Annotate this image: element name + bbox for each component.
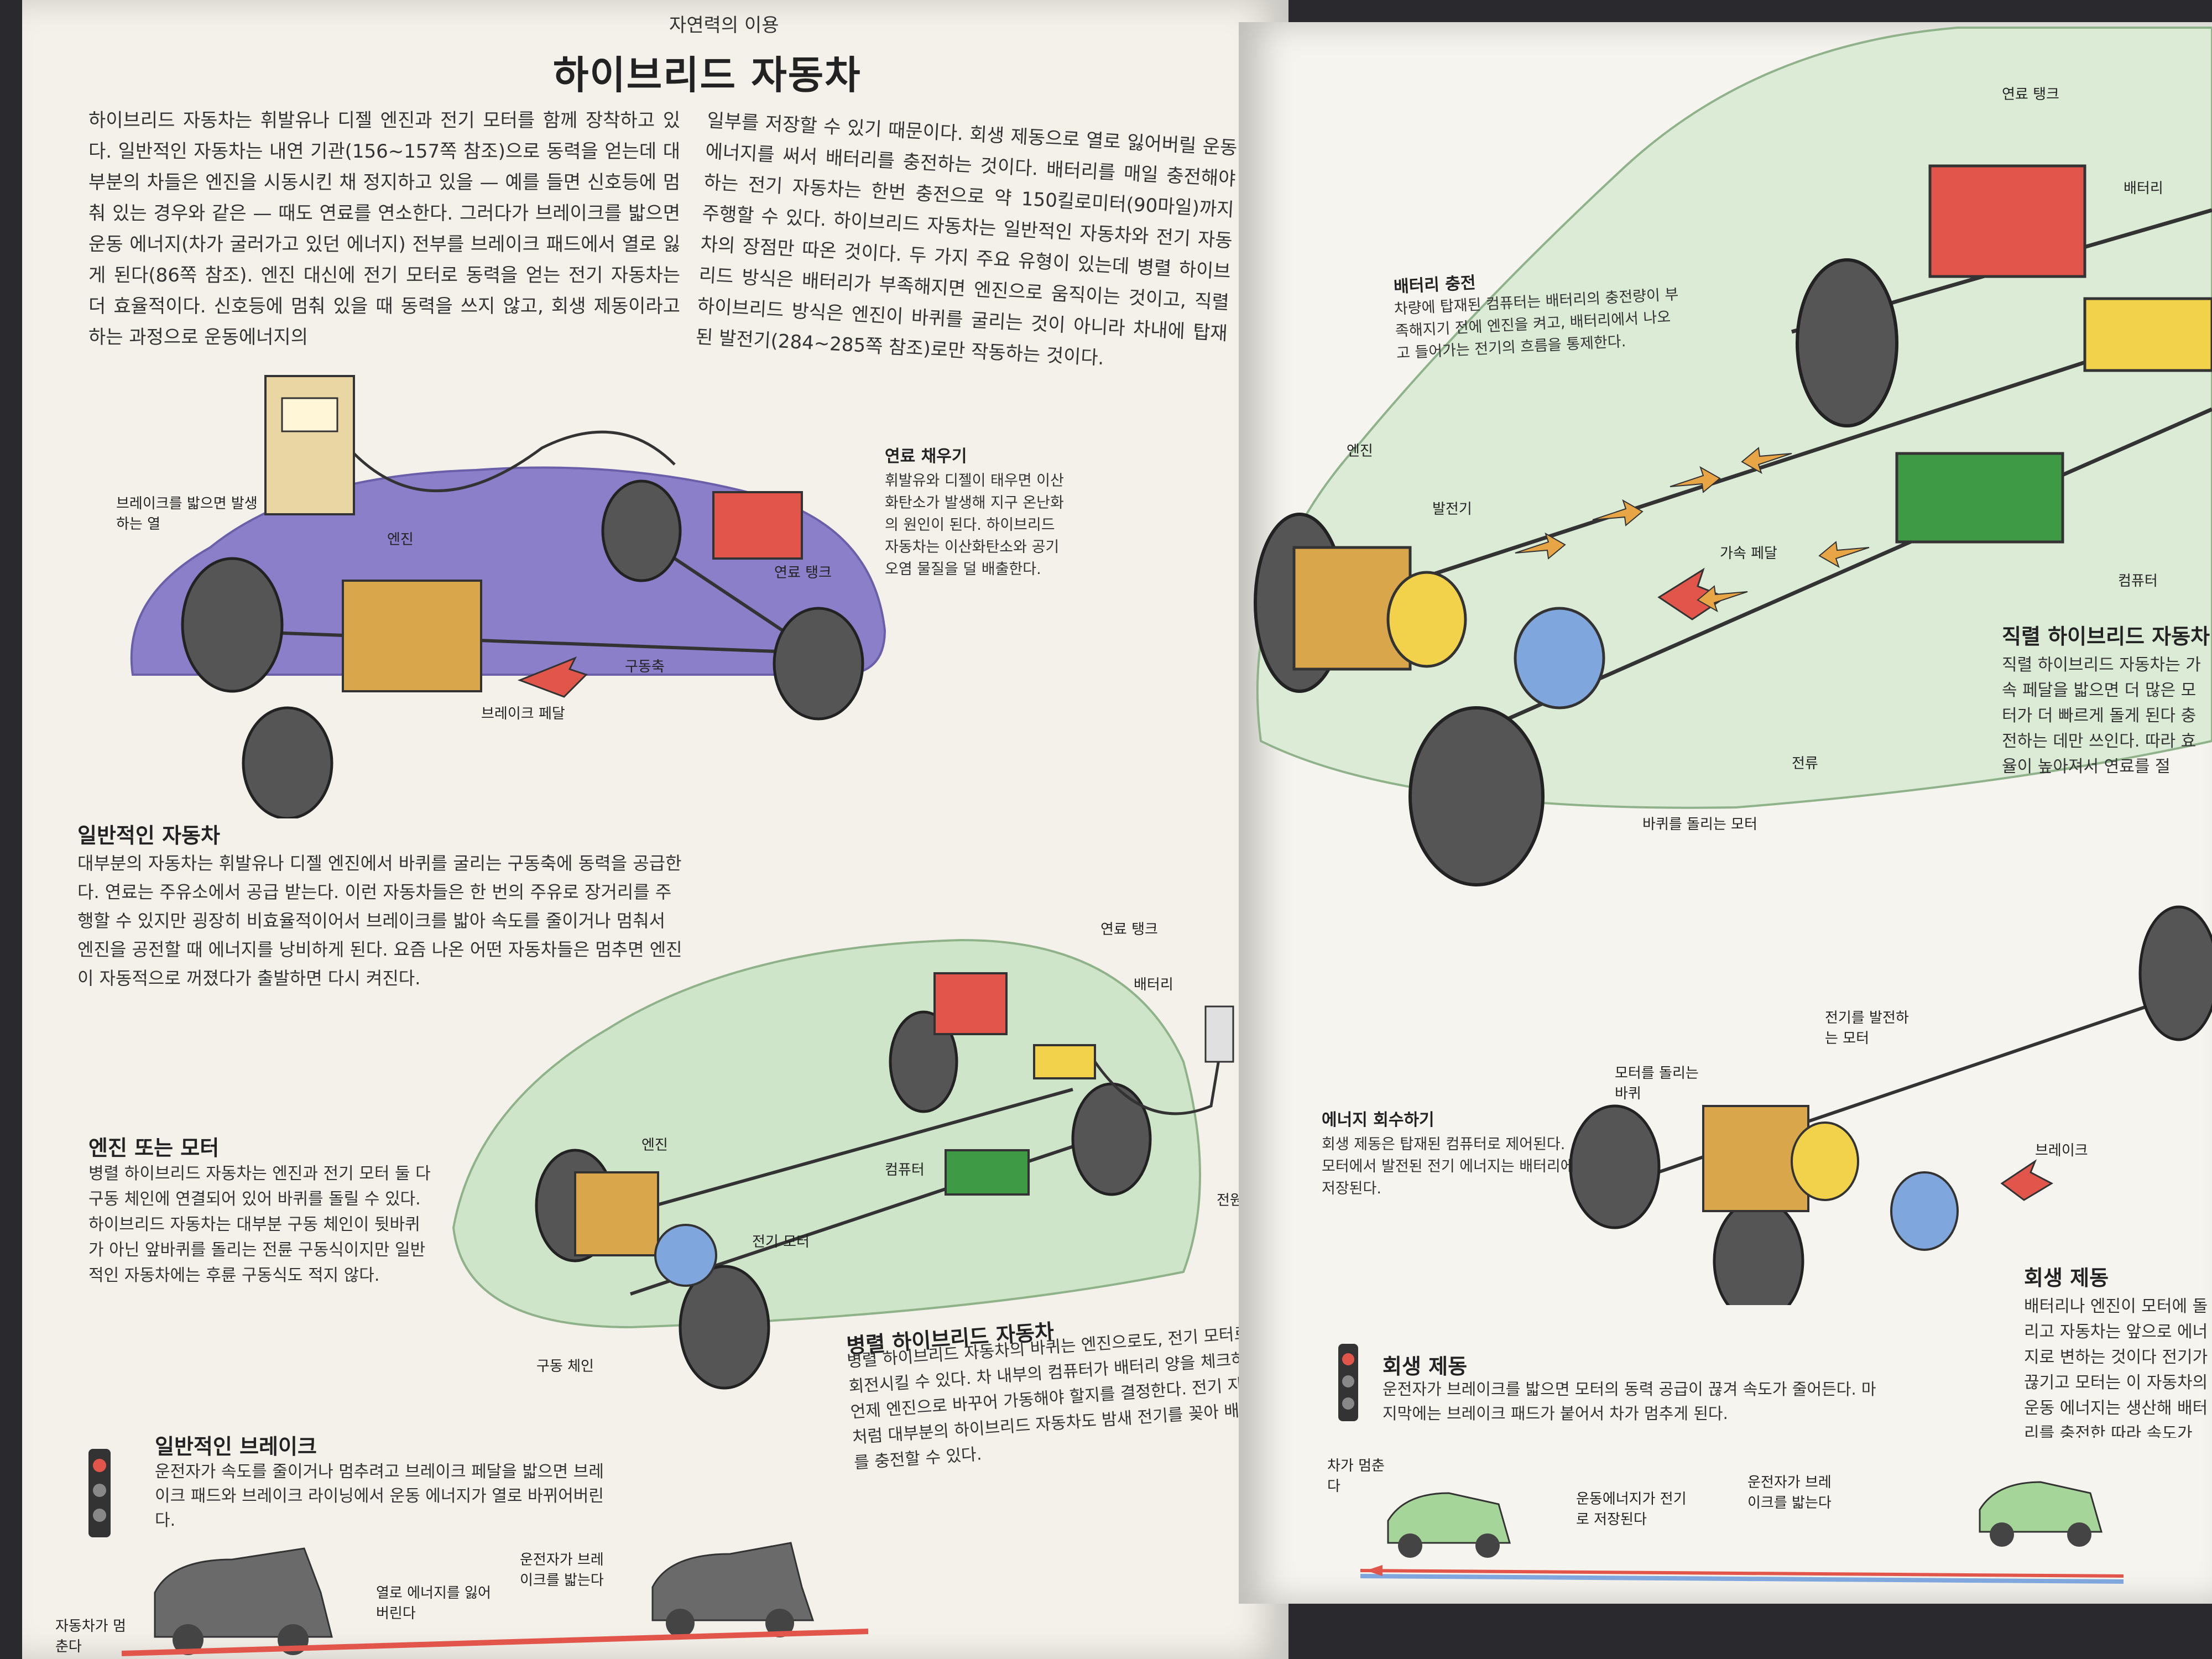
label-current-r: 전류: [1792, 755, 1818, 772]
engine-or-motor-text: 병렬 하이브리드 자동차는 엔진과 전기 모터 둘 다 구동 체인에 연결되어 …: [88, 1164, 431, 1285]
label-motor-2: 전기 모터: [752, 1234, 810, 1250]
wheel: [679, 1265, 770, 1390]
energy-recovery-text: 회생 제동은 탑재된 컴퓨터로 제어된다. 모터에서 발전된 전기 에너지는 배…: [1322, 1136, 1574, 1197]
wheel: [601, 479, 682, 582]
wheel-motor: [1890, 1171, 1959, 1251]
series-hybrid-illustration: [1254, 27, 2212, 886]
regen-brake-text: 운전자가 브레이크를 밟으면 모터의 동력 공급이 끊겨 속도가 줄어든다. 마…: [1383, 1380, 1876, 1423]
engine-block: [342, 580, 482, 692]
wheel: [2138, 905, 2212, 1041]
label-battery-2: 배터리: [1134, 977, 1173, 993]
label-engine-2: 엔진: [641, 1137, 668, 1154]
label-motor-wheel-r: 모터를 돌리는 바퀴: [1615, 1065, 1699, 1102]
label-battery-r: 배터리: [2124, 180, 2163, 197]
conventional-heading: 일반적인 자동차: [77, 823, 220, 848]
wheel: [1713, 1198, 1804, 1305]
chapter-tag: 자연력의 이용: [669, 14, 779, 36]
label-wheel-motor-r: 바퀴를 돌리는 모터: [1642, 816, 1757, 833]
fuel-pump: [264, 375, 355, 515]
regen-brake-heading: 회생 제동: [1383, 1354, 1468, 1379]
label-brake-heat: 브레이크를 밟으면 발생하는 열: [116, 495, 258, 533]
wheel: [773, 607, 864, 721]
label-power-2: 전원: [1217, 1192, 1243, 1209]
label-car-stops-r: 차가 멈춘다: [1327, 1458, 1385, 1495]
regen-brake-strip: [1360, 1481, 2124, 1584]
wheel: [1071, 1082, 1152, 1196]
label-computer-2: 컴퓨터: [885, 1162, 925, 1178]
wheel: [1796, 258, 1898, 427]
label-driver-brakes-r: 운전자가 브레이크를 밟는다: [1747, 1474, 1832, 1511]
battery: [2083, 297, 2212, 372]
wheel: [181, 557, 284, 693]
normal-brake-strip: [122, 1542, 868, 1656]
wheel: [889, 1010, 958, 1113]
current-arrows: [1515, 447, 1870, 613]
label-computer-r: 컴퓨터: [2118, 573, 2158, 589]
fuel-tank: [712, 491, 803, 560]
electric-motor: [654, 1224, 717, 1287]
label-drive-shaft: 구동축: [625, 659, 665, 675]
intro-column-1: 하이브리드 자동차는 휘발유나 디젤 엔진과 전기 모터를 함께 장착하고 있다…: [88, 109, 680, 348]
fuel-heading: 연료 채우기: [885, 447, 967, 466]
computer: [945, 1149, 1030, 1196]
car-moving-icon: [1979, 1481, 2103, 1533]
wheel: [1569, 1104, 1661, 1229]
regen-text: 배터리나 엔진이 모터에 돌리고 자동차는 앞으로 에너지로 변하는 것이다 전…: [2024, 1297, 2208, 1438]
label-generator-r: 발전기: [1432, 501, 1472, 518]
label-fuel-tank-2: 연료 탱크: [1100, 921, 1158, 938]
label-driver-brakes: 운전자가 브레이크를 밟는다: [520, 1552, 604, 1589]
battery: [1033, 1044, 1096, 1079]
brake-pedal-arrow: [2000, 1159, 2054, 1201]
regen-heading: 회생 제동: [2024, 1266, 2109, 1290]
car-stopped-icon: [1387, 1492, 1511, 1544]
computer: [1895, 452, 2064, 544]
intro-column-2: 일부를 저장할 수 있기 때문이다. 회생 제동으로 열로 잃어버릴 운동에너지…: [695, 109, 1238, 370]
conventional-car-illustration: [130, 375, 886, 818]
power-outlet: [1204, 1005, 1234, 1063]
normal-brake-heading: 일반적인 브레이크: [155, 1434, 317, 1459]
label-gen-motor-r: 전기를 발전하는 모터: [1825, 1010, 1909, 1047]
fuel-tank: [933, 972, 1008, 1035]
generator: [1791, 1121, 1859, 1201]
label-chain-2: 구동 체인: [536, 1358, 594, 1375]
parallel-hybrid-illustration: [452, 938, 1234, 1390]
conventional-text: 대부분의 자동차는 휘발유나 디젤 엔진에서 바퀴를 굴리는 구동축에 동력을 …: [77, 853, 682, 989]
wheel-motor: [1514, 607, 1605, 709]
label-car-stops: 자동차가 멈춘다: [55, 1618, 126, 1655]
label-fuel-tank-r: 연료 탱크: [2002, 86, 2059, 103]
label-fuel-tank: 연료 탱크: [774, 565, 832, 581]
energy-recovery-heading: 에너지 회수하기: [1322, 1110, 1434, 1130]
wheel: [1408, 706, 1545, 886]
wheel: [242, 706, 333, 818]
label-engine-r: 엔진: [1347, 443, 1373, 460]
series-heading: 직렬 하이브리드 자동차: [2002, 624, 2210, 649]
regen-braking-illustration: [1569, 905, 2212, 1305]
traffic-light-icon: [1338, 1344, 1358, 1421]
series-text: 직렬 하이브리드 자동차는 가속 페달을 밟으면 더 많은 모터가 더 빠르게 …: [2002, 655, 2201, 776]
fuel-text: 휘발유와 디젤이 태우면 이산화탄소가 발생해 지구 온난화의 원인이 된다. …: [885, 472, 1064, 578]
label-brake-r: 브레이크: [2035, 1142, 2088, 1159]
label-accel-r: 가속 페달: [1720, 545, 1777, 562]
label-heat-loss: 열로 에너지를 잃어버린다: [376, 1585, 491, 1622]
left-page: 자연력의 이용 하이브리드 자동차 하이브리드 자동차는 휘발유나 디젤 엔진과…: [22, 0, 1288, 1659]
engine-block: [574, 1171, 659, 1256]
right-page: 연료 탱크 배터리 엔진 발전기 가속 페달 컴퓨터 전류 바퀴를 돌리는 모터…: [1239, 22, 2212, 1604]
battery-charge-heading: 배터리 충전: [1393, 273, 1477, 297]
label-engine: 엔진: [387, 531, 414, 548]
traffic-light-icon: [88, 1449, 111, 1537]
page-title: 하이브리드 자동차: [553, 53, 862, 98]
engine-or-motor-heading: 엔진 또는 모터: [88, 1136, 220, 1160]
normal-brake-text: 운전자가 속도를 줄이거나 멈추려고 브레이크 페달을 밟으면 브레이크 패드와…: [155, 1462, 604, 1530]
car-stopped-icon: [154, 1547, 333, 1638]
fuel-tank: [1928, 164, 2086, 278]
label-stored-r: 운동에너지가 전기로 저장된다: [1576, 1491, 1687, 1528]
car-moving-icon: [651, 1542, 815, 1621]
brake-pedal-arrow: [517, 656, 588, 698]
generator: [1386, 571, 1467, 668]
label-brake-pedal: 브레이크 페달: [481, 706, 565, 722]
